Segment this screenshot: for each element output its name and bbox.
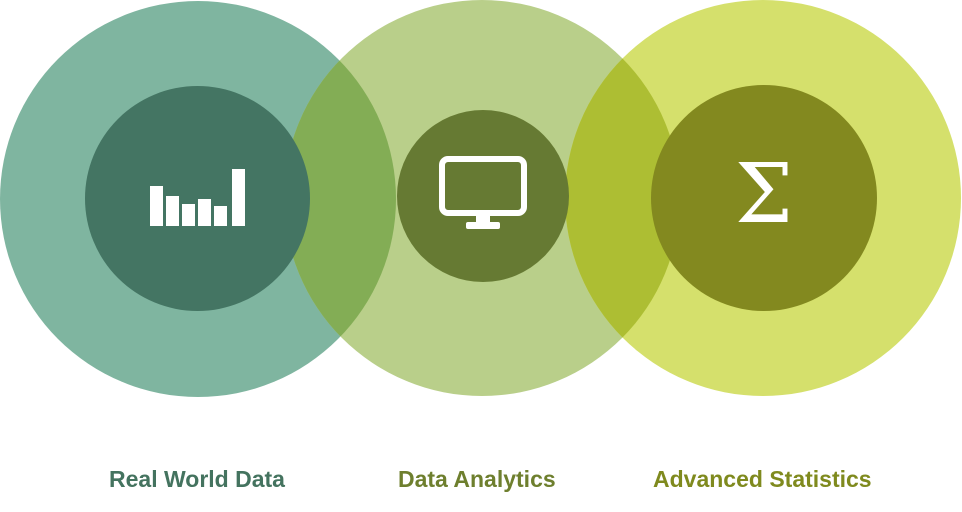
inner-circle-data-analytics xyxy=(397,110,569,282)
label-advanced-statistics: Advanced Statistics xyxy=(653,466,872,492)
inner-circle-real-world-data xyxy=(85,86,310,311)
inner-circle-advanced-statistics: Σ xyxy=(651,85,877,311)
bar-chart-icon xyxy=(149,168,245,226)
label-data-analytics: Data Analytics xyxy=(398,466,556,492)
label-real-world-data: Real World Data xyxy=(109,466,285,492)
monitor-icon xyxy=(439,156,527,229)
sigma-icon: Σ xyxy=(735,147,793,242)
